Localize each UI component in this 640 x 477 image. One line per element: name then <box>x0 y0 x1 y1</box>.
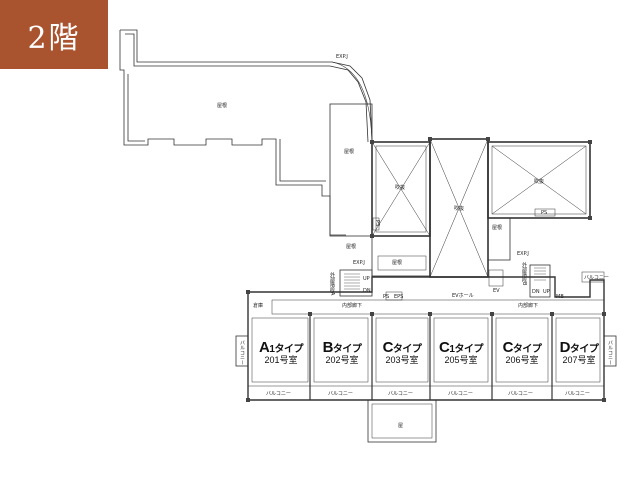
dn-right-label: DN <box>532 289 540 295</box>
unit-type-main: D <box>559 339 571 356</box>
roof-south <box>367 399 437 443</box>
roof-mid <box>329 103 373 237</box>
ps-label: PS <box>541 210 548 216</box>
stair-right <box>529 264 551 298</box>
unit-type-suffix: タイプ <box>512 344 542 355</box>
void-center-label: 吹抜 <box>454 206 465 212</box>
unit-label-205: C1タイプ 205号室 <box>434 340 488 365</box>
roof-mid-label: 屋根 <box>344 149 355 155</box>
balcony-west-label: バルコニー <box>239 340 245 365</box>
void-left-label: 吹抜 <box>395 185 406 191</box>
roof-right-label: 屋根 <box>492 225 503 231</box>
floor-badge: 2階 <box>0 0 108 69</box>
unit-label-202: Bタイプ 202号室 <box>316 340 368 365</box>
roof-bottom-label: 屋根 <box>346 244 357 250</box>
unit-type-suffix: タイプ <box>274 344 303 355</box>
unit-room-number: 205号室 <box>444 354 478 365</box>
storage-label: 倉庫 <box>253 303 264 309</box>
unit-type-suffix: タイプ <box>392 344 422 355</box>
unit-type-suffix: タイプ <box>454 344 483 355</box>
ev-label: EV <box>493 288 500 294</box>
roof-label: 屋根 <box>217 103 228 109</box>
expj-left-label: EXP.J <box>353 260 365 266</box>
balcony-label-206: バルコニー <box>508 391 533 397</box>
unit-room-number: 202号室 <box>325 354 359 365</box>
unit-type-main: C <box>502 339 514 356</box>
ps2-label: PS <box>383 294 390 300</box>
main-building <box>247 276 605 401</box>
unit-label-206: Cタイプ 206号室 <box>496 340 548 365</box>
unit-room-number: 203号室 <box>385 354 419 365</box>
ev-hall-label: EVホール <box>452 293 474 299</box>
corridor-left-label: 内部廊下 <box>342 303 363 309</box>
unit-type-main: B <box>322 339 334 356</box>
ps3-label: PS <box>374 220 380 227</box>
mb-label: MB <box>556 294 564 300</box>
unit-type-main: A <box>259 339 270 356</box>
void-right <box>487 141 591 219</box>
roof-mid2-label: 屋根 <box>392 260 403 266</box>
up-left-label: UP <box>363 276 370 282</box>
balcony-label-201: バルコニー <box>266 391 291 397</box>
unit-room-number: 207号室 <box>562 354 596 365</box>
void-right-label: 吹抜 <box>534 179 545 185</box>
balcony-label-202: バルコニー <box>328 391 353 397</box>
corridor-right-label: 内部廊下 <box>518 303 539 309</box>
balcony-label-207: バルコニー <box>565 391 590 397</box>
unit-label-207: Dタイプ 207号室 <box>556 340 602 365</box>
unit-room-number: 201号室 <box>264 354 298 365</box>
roof-south-label: 屋 <box>398 423 404 429</box>
expj-right-label: EXP.J <box>517 251 529 257</box>
roof-outline <box>120 29 373 150</box>
stair-right-label: 外部階段B <box>521 262 527 286</box>
expj-top-label: EXP.J <box>336 54 348 60</box>
unit-type-suffix: タイプ <box>332 344 362 355</box>
balcony-label-203: バルコニー <box>388 391 413 397</box>
dn-left-label: DN <box>363 288 371 294</box>
eps-label: EPS <box>394 294 404 300</box>
balcony-label-205: バルコニー <box>448 391 473 397</box>
unit-type-suffix: タイプ <box>569 344 599 355</box>
stair-left-label: 外部階段A <box>329 272 335 296</box>
unit-type-sub: 1 <box>269 344 275 355</box>
balcony-ne-label: バルコニー <box>584 275 609 281</box>
unit-type-main: C <box>382 339 394 356</box>
unit-room-number: 206号室 <box>505 354 539 365</box>
balcony-east-label: バルコニー <box>607 340 613 365</box>
unit-label-201: A1タイプ 201号室 <box>256 340 306 365</box>
unit-type-main: C <box>439 339 450 356</box>
unit-type-sub: 1 <box>449 344 455 355</box>
up-right-label: UP <box>543 289 550 295</box>
unit-label-203: Cタイプ 203号室 <box>376 340 428 365</box>
